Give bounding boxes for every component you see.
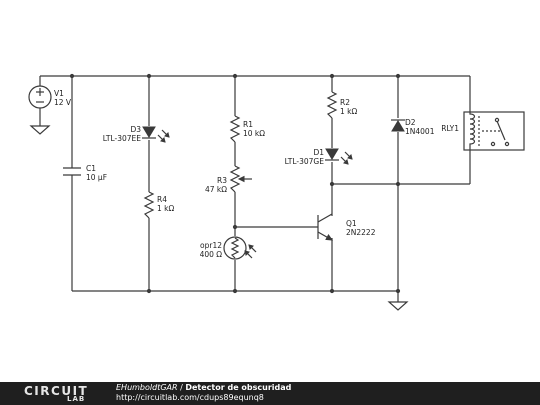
logo-text-bottom: LAB (67, 395, 86, 403)
d1-value: LTL-307GE (285, 157, 325, 166)
diode-d2: D2 1N4001 (391, 118, 435, 136)
r2-value: 1 kΩ (340, 107, 357, 116)
r2-ref: R2 (340, 98, 350, 107)
footer-bar (0, 382, 540, 405)
d1-ref: D1 (313, 148, 324, 157)
wires (39, 75, 471, 302)
r1-value: 10 kΩ (243, 129, 265, 138)
author-link[interactable]: EHumboldtGAR (116, 383, 178, 392)
capacitor-c1: C1 10 µF (63, 164, 107, 182)
potentiometer-r3: R3 47 kΩ (205, 165, 252, 194)
q1-value: 2N2222 (346, 228, 376, 237)
d2-ref: D2 (405, 118, 416, 127)
q1-ref: Q1 (346, 219, 357, 228)
photoresistor-opr12: opr12 400 Ω (200, 236, 257, 260)
led-d3: D3 LTL-307EE (103, 125, 170, 143)
circuit-title: Detector de obscuridad (185, 383, 292, 392)
r1-ref: R1 (243, 120, 253, 129)
d3-ref: D3 (130, 125, 141, 134)
rly1-ref: RLY1 (441, 124, 459, 133)
resistor-r4: R4 1 kΩ (143, 191, 174, 219)
logo-text-top: CIRCUIT (24, 384, 89, 398)
circuitlab-logo: CIRCUIT LAB (22, 384, 120, 405)
footer-caption: EHumboldtGAR / Detector de obscuridad ht… (116, 383, 291, 403)
ldr-value: 400 Ω (200, 250, 223, 259)
d2-value: 1N4001 (405, 127, 435, 136)
junction-dots (69, 73, 401, 294)
title-separator: / (177, 383, 186, 392)
r3-value: 47 kΩ (205, 185, 227, 194)
r4-ref: R4 (157, 195, 167, 204)
c1-ref: C1 (86, 164, 96, 173)
d3-value: LTL-307EE (103, 134, 142, 143)
resistor-r2: R2 1 kΩ (326, 91, 357, 119)
relay-rly1: RLY1 (441, 111, 525, 151)
c1-value: 10 µF (86, 173, 107, 182)
r3-ref: R3 (217, 176, 227, 185)
voltage-source-v1: V1 12 V (28, 85, 72, 109)
circuit-url-link[interactable]: http://circuitlab.com/cdups89equnq8 (116, 393, 264, 402)
led-d1: D1 LTL-307GE (285, 148, 353, 166)
ground-icon (29, 125, 51, 135)
ground-icon (387, 301, 409, 311)
ldr-ref: opr12 (200, 241, 222, 250)
v1-value: 12 V (54, 98, 72, 107)
resistor-r1: R1 10 kΩ (229, 115, 265, 143)
v1-ref: V1 (54, 89, 64, 98)
transistor-q1: Q1 2N2222 (317, 213, 376, 241)
r4-value: 1 kΩ (157, 204, 174, 213)
